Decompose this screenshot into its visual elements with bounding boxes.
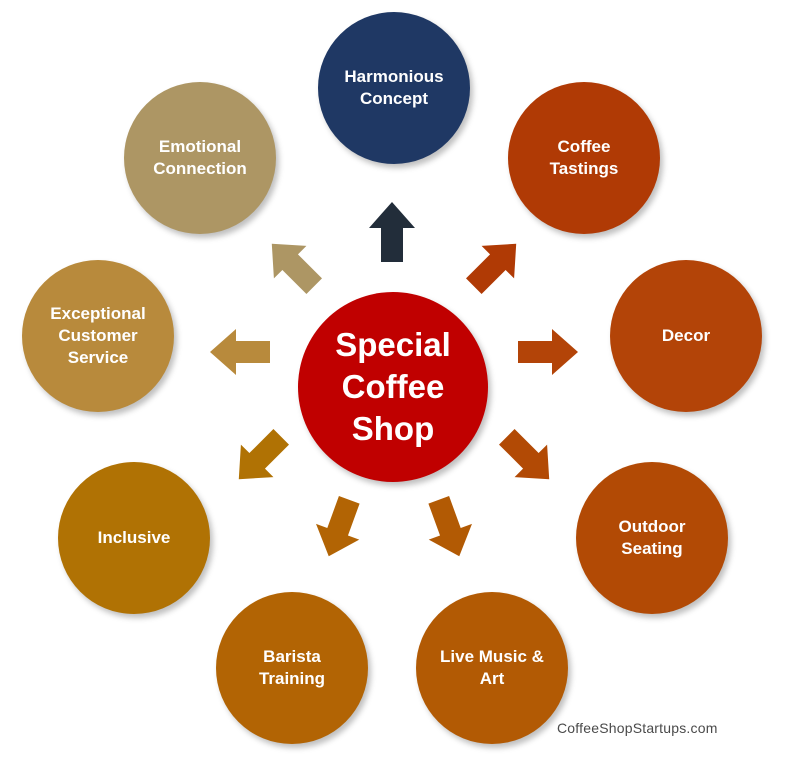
arrow-up-icon [369, 202, 415, 262]
node-harmonious-concept: Harmonious Concept [318, 12, 470, 164]
node-inclusive: Inclusive [58, 462, 210, 614]
node-label: Live Music & Art [440, 647, 544, 688]
arrow-down-right-icon [491, 421, 566, 496]
arrow-down-left-icon [307, 492, 371, 564]
node-decor: Decor [610, 260, 762, 412]
center-node-label: Special Coffee Shop [335, 326, 451, 447]
node-label: Decor [661, 326, 711, 345]
center-node: Special Coffee Shop [298, 292, 488, 482]
arrow-down-right-icon [417, 492, 481, 564]
node-emotional-connection: Emotional Connection [124, 82, 276, 234]
arrow-up-left-icon [256, 228, 331, 303]
node-label: Exceptional Customer Service [50, 304, 146, 367]
site-credit: CoffeeShopStartups.com [557, 720, 718, 736]
node-outdoor-seating: Outdoor Seating [576, 462, 728, 614]
node-label: Harmonious Concept [344, 67, 444, 108]
node-label: Inclusive [97, 528, 171, 547]
node-label: Emotional Connection [153, 137, 247, 178]
arrow-left-icon [210, 329, 270, 375]
node-barista-training: Barista Training [216, 592, 368, 744]
node-label: Outdoor Seating [618, 517, 686, 558]
node-exceptional-customer-service: Exceptional Customer Service [22, 260, 174, 412]
arrow-up-right-icon [458, 228, 533, 303]
node-label: Barista Training [258, 647, 326, 688]
arrow-down-left-icon [223, 421, 298, 496]
node-live-music-art: Live Music & Art [416, 592, 568, 744]
arrow-right-icon [518, 329, 578, 375]
node-coffee-tastings: Coffee Tastings [508, 82, 660, 234]
node-label: Coffee Tastings [549, 137, 619, 178]
